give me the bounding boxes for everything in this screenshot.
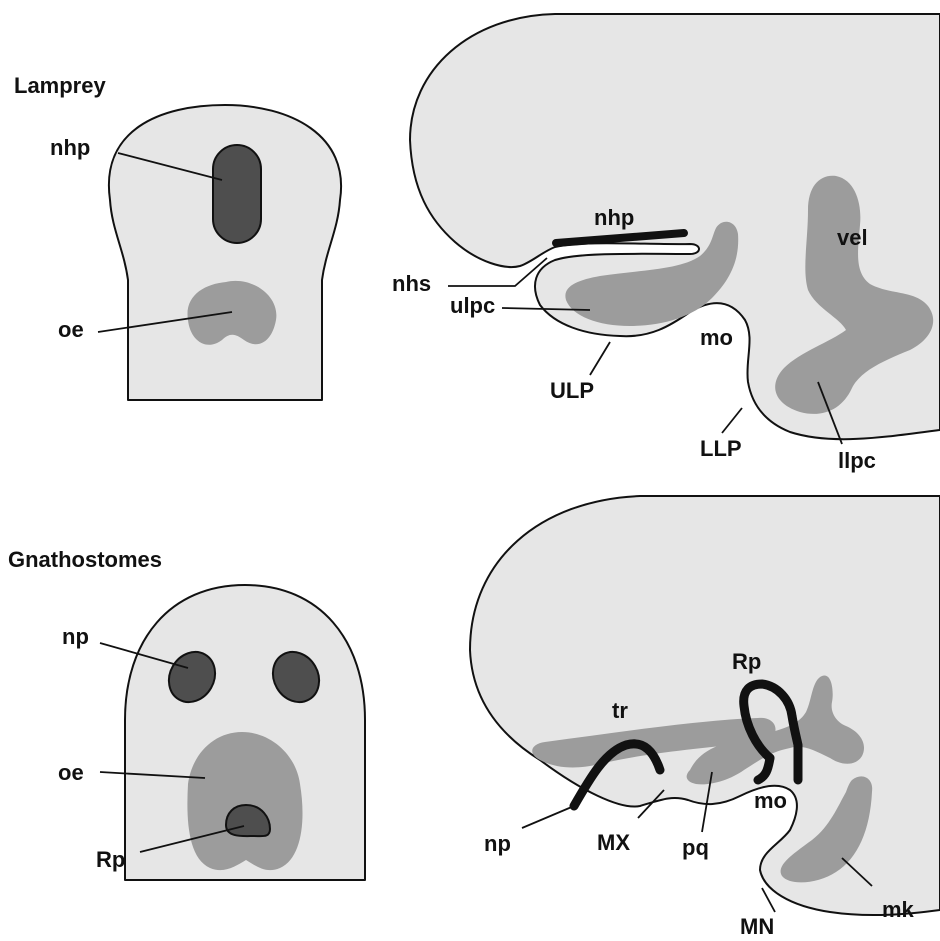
gnathostome-rp-side-label: Rp <box>732 649 761 674</box>
lamprey-mo-label: mo <box>700 325 733 350</box>
gnathostome-tr-label: tr <box>612 698 628 723</box>
lamprey-side-nhp-label: nhp <box>594 205 634 230</box>
gnathostome-panel: Gnathostomes np oe Rp <box>8 496 940 939</box>
lamprey-ULP-label: ULP <box>550 378 594 403</box>
gnathostome-mo-label: mo <box>754 788 787 813</box>
lamprey-nhp-shape <box>213 145 261 243</box>
gnathostome-MX-label: MX <box>597 830 630 855</box>
gnathostome-rp-label: Rp <box>96 847 125 872</box>
lamprey-nhs-label: nhs <box>392 271 431 296</box>
lamprey-vel-label: vel <box>837 225 868 250</box>
lamprey-ulpc-label: ulpc <box>450 293 495 318</box>
gnathostome-MN-leader <box>762 888 775 912</box>
lamprey-LLP-label: LLP <box>700 436 742 461</box>
gnathostome-np-label: np <box>62 624 89 649</box>
gnathostome-side-np-label: np <box>484 831 511 856</box>
gnathostome-oe-shape <box>187 732 302 870</box>
lamprey-oe-label: oe <box>58 317 84 342</box>
gnathostome-MN-label: MN <box>740 914 774 939</box>
lamprey-front-view: nhp oe <box>50 105 341 400</box>
lamprey-nhp-label: nhp <box>50 135 90 160</box>
gnathostome-front-view: np oe Rp <box>58 585 365 880</box>
lamprey-ULP-leader <box>590 342 610 375</box>
lamprey-side-view: nhp nhs ulpc vel mo ULP LLP llpc <box>392 14 940 473</box>
gnathostome-side-view: Rp tr np MX pq mo mk MN <box>470 496 940 939</box>
lamprey-LLP-leader <box>722 408 742 433</box>
gnathostome-side-np-leader <box>522 806 574 828</box>
lamprey-panel: Lamprey nhp oe nhp nhs ulpc <box>14 14 940 473</box>
gnathostome-pq-label: pq <box>682 835 709 860</box>
gnathostome-title: Gnathostomes <box>8 547 162 572</box>
gnathostome-mk-label: mk <box>882 897 915 922</box>
lamprey-llpc-label: llpc <box>838 448 876 473</box>
lamprey-title: Lamprey <box>14 73 106 98</box>
gnathostome-oe-label: oe <box>58 760 84 785</box>
